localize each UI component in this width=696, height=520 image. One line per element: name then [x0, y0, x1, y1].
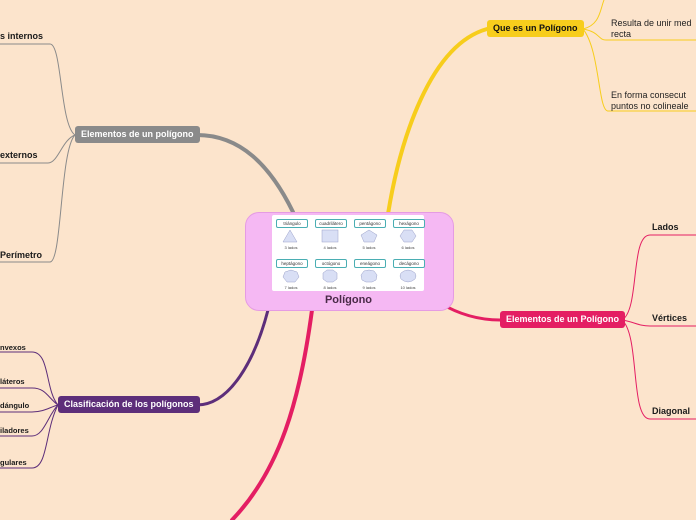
triangle-icon — [282, 229, 298, 243]
shape-name: eneágono — [354, 259, 386, 268]
polygon-table-image: triángulo 3 lados cuadrilátero 4 lados p… — [272, 215, 425, 294]
heptagon-icon — [282, 269, 300, 283]
leaf-diagonal[interactable]: Diagonal — [652, 406, 691, 416]
leaf-convexos[interactable]: nvexos — [0, 343, 26, 352]
topic-elementos-gray[interactable]: Elementos de un polígono — [75, 126, 200, 143]
topic-que-es[interactable]: Que es un Polígono — [487, 20, 584, 37]
shape-sides: 6 lados — [401, 245, 415, 250]
connector-gray-leaves — [0, 43, 76, 263]
polygon-cell-decagon: decágono 10 lados — [391, 258, 429, 294]
leaf-perimetro[interactable]: Perímetro — [0, 250, 43, 260]
leaf-irregulares[interactable]: gulares — [0, 458, 27, 467]
connector-que-es-notes — [582, 0, 696, 112]
shape-sides: 5 lados — [362, 245, 376, 250]
leaf-estrelladores[interactable]: iladores — [0, 426, 29, 435]
note-consecutiva[interactable]: En forma consecut puntos no colineale — [611, 90, 689, 112]
square-icon — [321, 229, 339, 243]
topic-clasificacion[interactable]: Clasificación de los polígonos — [58, 396, 200, 413]
shape-name: hexágono — [393, 219, 425, 228]
leaf-angulos-internos[interactable]: s internos — [0, 31, 44, 41]
hexagon-icon — [399, 229, 417, 243]
note-resulta[interactable]: Resulta de unir med recta — [611, 18, 692, 40]
shape-name: octógono — [315, 259, 347, 268]
note-line: Resulta de unir med — [611, 18, 692, 28]
polygon-cell-pentagon: pentágono 5 lados — [352, 218, 390, 254]
polygon-cell-octagon: octógono 8 lados — [313, 258, 351, 294]
nonagon-icon — [360, 269, 378, 283]
shape-sides: 10 lados — [400, 285, 416, 290]
shape-name: triángulo — [276, 219, 308, 228]
connector-clasificacion — [195, 308, 270, 407]
shape-sides: 3 lados — [284, 245, 298, 250]
polygon-cell-triangle: triángulo 3 lados — [274, 218, 312, 254]
octagon-icon — [322, 269, 338, 283]
note-line: puntos no colineale — [611, 101, 689, 111]
polygon-cell-heptagon: heptágono 7 lados — [274, 258, 312, 294]
note-line: En forma consecut — [611, 90, 687, 100]
polygon-cell-square: cuadrilátero 4 lados — [313, 218, 351, 254]
connector-elementos-gray — [195, 133, 295, 214]
connector-que-es — [386, 27, 489, 216]
decagon-icon — [399, 269, 417, 283]
pentagon-icon — [360, 229, 378, 243]
leaf-equiangulo[interactable]: dángulo — [0, 401, 30, 410]
central-title: Polígono — [324, 294, 373, 306]
connector-red-leaves — [621, 234, 696, 420]
shape-sides: 9 lados — [362, 285, 376, 290]
shape-name: decágono — [393, 259, 425, 268]
leaf-equilateros[interactable]: láteros — [0, 377, 25, 386]
note-line: recta — [611, 29, 632, 39]
shape-sides: 7 lados — [284, 285, 298, 290]
shape-sides: 8 lados — [323, 285, 337, 290]
shape-name: heptágono — [276, 259, 308, 268]
leaf-angulos-externos[interactable]: externos — [0, 150, 38, 160]
leaf-vertices[interactable]: Vértices — [652, 313, 688, 323]
shape-name: pentágono — [354, 219, 386, 228]
shape-sides: 4 lados — [323, 245, 337, 250]
polygon-cell-nonagon: eneágono 9 lados — [352, 258, 390, 294]
leaf-lados[interactable]: Lados — [652, 222, 679, 232]
polygon-cell-hexagon: hexágono 6 lados — [391, 218, 429, 254]
connector-purple-leaves — [0, 351, 59, 469]
connector-red-lower — [230, 308, 314, 520]
shape-name: cuadrilátero — [315, 219, 347, 228]
topic-elementos-red[interactable]: Elementos de un Polígono — [500, 311, 626, 328]
